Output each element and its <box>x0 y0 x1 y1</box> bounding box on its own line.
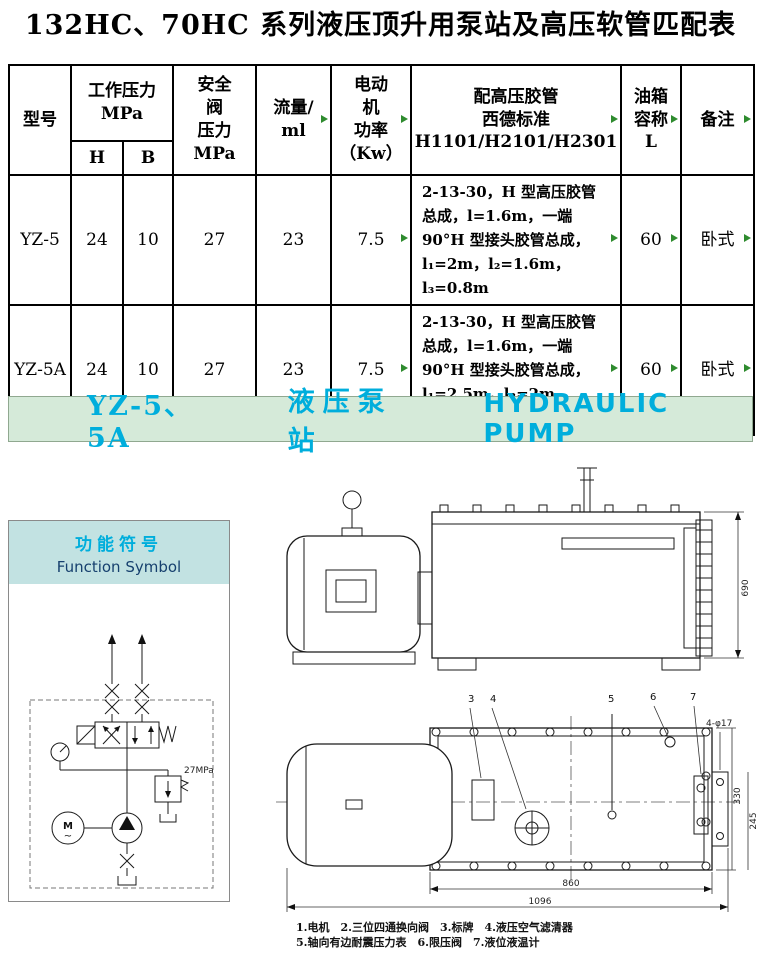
parts-caption: 1.电机 2.三位四通换向阀 3.标牌 4.液压空气滤清器 5.轴向有边耐震压力… <box>296 920 626 950</box>
cell-marker-icon <box>401 363 408 372</box>
cell-marker-icon <box>671 363 678 372</box>
cell-tank: 60 <box>620 174 682 306</box>
cell-remark: 卧式 <box>680 174 755 306</box>
cell-marker-icon <box>611 114 618 123</box>
parts-caption-line2: 5.轴向有边耐震压力表 6.限压阀 7.液位液温计 <box>296 936 540 949</box>
function-symbol-box <box>8 520 230 902</box>
function-symbol-title-cn: 功能符号 <box>75 534 163 555</box>
dim-depth-b: 245 <box>749 812 759 829</box>
spec-table: 型号 工作压力 MPa 安全 阀 压力 MPa 流量/ ml 电动 机 功率 （… <box>8 64 755 436</box>
part-label-4: 4 <box>490 694 496 705</box>
col-header-model: 型号 <box>8 64 72 176</box>
table-row: YZ-5 24 10 27 23 7.5 2-13-30，H 型高压胶管总成，l… <box>8 174 755 306</box>
col-header-remark: 备注 <box>680 64 755 176</box>
cell-marker-icon <box>321 114 328 123</box>
cell-model: YZ-5A <box>8 304 72 436</box>
banner-name-en: HYDRAULIC PUMP <box>483 389 670 449</box>
cell-safety: 27 <box>172 174 257 306</box>
col-header-tank: 油箱 容称 L <box>620 64 682 176</box>
cell-marker-icon <box>671 233 678 242</box>
page-title: 132HC、70HC 系列液压顶升用泵站及高压软管匹配表 <box>24 10 737 41</box>
cell-hose: 2-13-30，H 型高压胶管总成，l=1.6m，一端 90°H 型接头胶管总成… <box>410 174 622 306</box>
function-symbol-title-en: Function Symbol <box>56 557 182 576</box>
part-label-5: 5 <box>608 694 614 705</box>
hydraulic-circuit-diagram: 27MPa M ~ <box>29 634 214 889</box>
cell-marker-icon <box>671 114 678 123</box>
cell-pressure-h: 24 <box>70 174 124 306</box>
cell-pressure-b: 10 <box>122 174 174 306</box>
cell-marker-icon <box>744 114 751 123</box>
col-header-working-pressure: 工作压力 MPa <box>70 64 174 142</box>
parts-caption-line1: 1.电机 2.三位四通换向阀 3.标牌 4.液压空气滤清器 <box>296 921 573 934</box>
banner-name-cn: 液压泵站 <box>287 387 393 457</box>
part-label-3: 3 <box>468 694 474 705</box>
cell-power: 7.5 <box>330 174 412 306</box>
motor-symbol-tilde: ~ <box>64 831 72 842</box>
dim-tank-width: 860 <box>562 879 579 889</box>
cell-marker-icon <box>401 114 408 123</box>
banner-model: YZ-5、5A <box>87 391 193 454</box>
cell-model: YZ-5 <box>8 174 72 306</box>
cell-marker-icon <box>611 233 618 242</box>
cell-marker-icon <box>744 363 751 372</box>
dim-bolt-note: 4-φ17 <box>706 719 732 729</box>
col-header-flow: 流量/ ml <box>255 64 332 176</box>
cell-marker-icon <box>744 233 751 242</box>
part-label-6: 6 <box>650 692 656 703</box>
dim-total-width: 1096 <box>529 897 552 907</box>
col-header-h: H <box>70 140 124 176</box>
cell-marker-icon <box>401 233 408 242</box>
top-view-drawing: 3 4 5 6 7 4-φ17 860 1096 330 245 <box>276 692 759 912</box>
product-banner: YZ-5、5A 液压泵站 HYDRAULIC PUMP <box>8 387 753 457</box>
part-label-7: 7 <box>690 692 696 703</box>
col-header-safety-valve: 安全 阀 压力 MPa <box>172 64 257 176</box>
col-header-b: B <box>122 140 174 176</box>
col-header-motor-power: 电动 机 功率 （Kw） <box>330 64 412 176</box>
cell-flow: 23 <box>255 174 332 306</box>
dim-side-height: 690 <box>741 579 751 596</box>
col-header-hose: 配高压胶管 西德标准 H1101/H2101/H2301 <box>410 64 622 176</box>
relief-pressure-label: 27MPa <box>184 766 214 776</box>
dim-depth-a: 330 <box>733 787 743 804</box>
function-symbol-header: 功能符号 Function Symbol <box>9 521 229 584</box>
motor-symbol-letter: M <box>63 821 73 832</box>
side-view-drawing: 690 <box>286 467 751 671</box>
cell-marker-icon <box>611 363 618 372</box>
